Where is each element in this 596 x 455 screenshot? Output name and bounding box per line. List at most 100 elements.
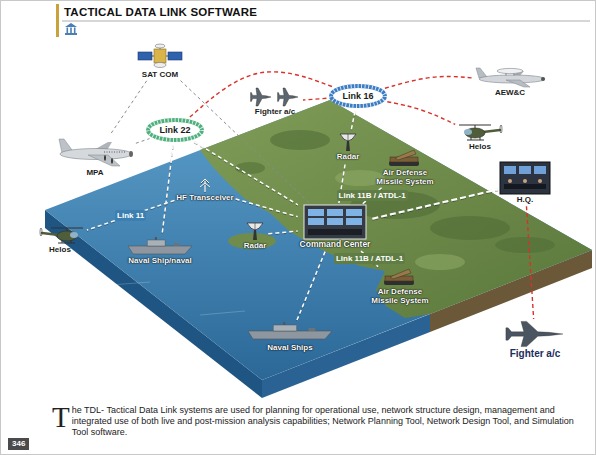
node-label: Helos [49, 245, 71, 254]
operator [523, 179, 527, 183]
unit-symbol [56, 137, 134, 167]
node-label: HF Transceiver [176, 193, 233, 202]
propeller [111, 158, 113, 164]
icon-column [67, 28, 69, 34]
link-line [303, 98, 326, 100]
tail-rotor [500, 125, 502, 133]
unit-symbol [35, 224, 85, 244]
wall-screen [534, 166, 546, 174]
unit-symbol [500, 162, 550, 194]
node-label: Link 22 [159, 125, 190, 135]
wall-screen [346, 218, 362, 225]
ring-coil [331, 86, 385, 106]
node-label: Command Center [300, 240, 371, 250]
missile-launcher [395, 150, 416, 160]
jet-shape [278, 88, 298, 106]
ring-fill [331, 86, 385, 106]
unit-node: Fighter a/c [249, 88, 301, 116]
node-label: Naval Ship/naval [128, 256, 192, 265]
unit-node: H.Q. [500, 162, 550, 204]
skid-strut [71, 240, 72, 243]
solar-panel [168, 52, 182, 60]
jet-shape [506, 321, 563, 346]
tail-boom [42, 233, 59, 235]
unit-icon [138, 44, 182, 68]
canopy [70, 232, 78, 238]
unit-icon [247, 223, 263, 240]
unit-icon [476, 68, 545, 87]
skid-strut [480, 137, 481, 140]
unit-symbol [245, 220, 265, 240]
ship-gun [174, 243, 179, 246]
link-line [180, 81, 310, 204]
unit-icon [500, 162, 550, 194]
node-label: Helos [469, 142, 491, 151]
node-label: Radar [337, 152, 360, 161]
link-ring: Link 16 [328, 83, 388, 109]
ring-fill [148, 120, 202, 140]
aircraft-wing [88, 155, 120, 166]
unit-node: Air Defense Missile System [373, 149, 437, 186]
icon-base [65, 33, 77, 35]
aircraft-nose [129, 151, 133, 157]
ring-coil [148, 120, 202, 140]
hill [415, 254, 465, 270]
link-line [110, 81, 147, 135]
unit-node: SAT COM [138, 43, 182, 79]
operator [508, 179, 512, 183]
unit-node: Naval Ships [248, 322, 332, 352]
caption-text: The TDL- Tactical Data Link systems are … [52, 405, 586, 438]
link-line [297, 252, 325, 321]
icon-roof [65, 23, 77, 27]
page-number: 346 [8, 438, 29, 450]
node-label: SAT COM [142, 70, 178, 79]
link-line [190, 72, 333, 117]
solar-panel [138, 52, 152, 60]
link-line [162, 145, 173, 235]
unit-icon [384, 269, 414, 285]
unit-icon [128, 237, 192, 254]
radar-feed [348, 134, 349, 141]
missile-launcher [390, 269, 411, 279]
unit-node: HF Transceiver [176, 178, 233, 202]
unit-icon [59, 139, 133, 166]
wall-screen [346, 209, 362, 216]
page-title: TACTICAL DATA LINK SOFTWARE [64, 6, 257, 18]
skid [467, 140, 484, 141]
wall-screen [327, 209, 343, 216]
skid [58, 243, 75, 244]
radar-feed [255, 223, 256, 230]
unit-symbol [249, 88, 301, 106]
antenna-element [200, 183, 210, 187]
helicopter-body [465, 128, 485, 138]
tail-rotor [40, 228, 42, 236]
unit-symbol [457, 121, 503, 141]
hill [430, 216, 510, 240]
node-label: Fighter a/c [510, 348, 561, 360]
skid-strut [62, 240, 63, 243]
superstructure [147, 240, 165, 246]
unit-node: AEW&C [474, 65, 546, 97]
link-line [236, 199, 298, 217]
link-line [351, 111, 355, 129]
windows [104, 152, 126, 153]
wall-screen [308, 209, 324, 216]
link-line [268, 231, 297, 234]
node-label: Fighter a/c [255, 107, 295, 116]
console-desk [504, 184, 546, 189]
unit-node: Radar [337, 131, 360, 161]
ship-mast [283, 322, 285, 325]
sea-glint [200, 311, 245, 315]
unit-symbol [338, 131, 358, 151]
skid-strut [471, 137, 472, 140]
unit-icon [248, 322, 332, 339]
icon-column [74, 28, 76, 34]
aircraft-wing [506, 80, 530, 87]
title-icon [65, 23, 77, 35]
helicopter-body [57, 231, 77, 241]
unit-symbol [138, 43, 182, 69]
unit-icon [304, 205, 366, 239]
link-label: Link 11B / ATDL-1 [334, 253, 405, 264]
